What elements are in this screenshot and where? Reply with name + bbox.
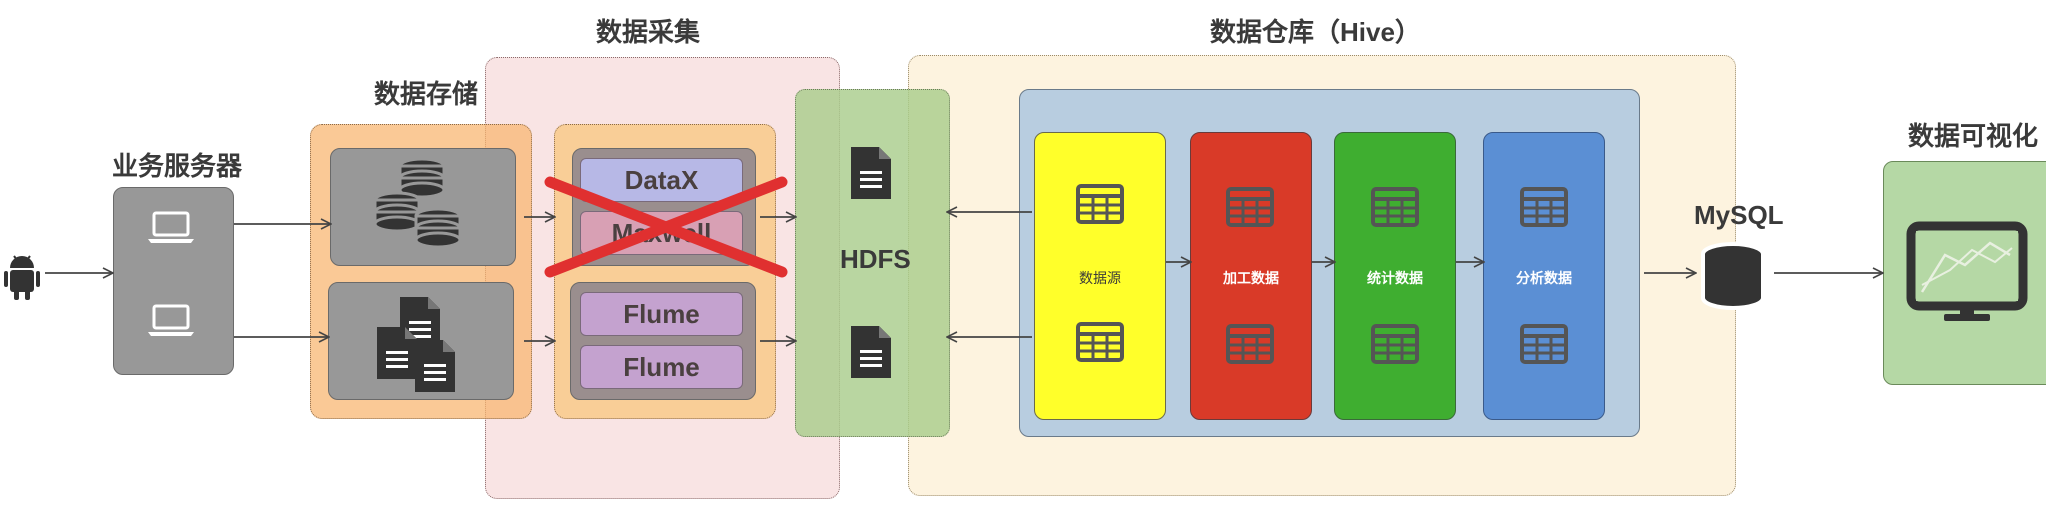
warehouse-column-processed[interactable]: 加工数据 xyxy=(1190,132,1312,420)
flume-tool-1[interactable]: Flume xyxy=(580,292,743,336)
title-data-collection: 数据采集 xyxy=(596,17,701,47)
android-icon xyxy=(4,255,40,300)
table-icon xyxy=(1226,324,1274,364)
files-icon xyxy=(377,297,455,392)
warehouse-column-statistics[interactable]: 统计数据 xyxy=(1334,132,1456,420)
table-icon xyxy=(1076,184,1124,224)
mysql-label: MySQL xyxy=(1694,200,1784,230)
column-label: 统计数据 xyxy=(1367,270,1423,286)
laptop-icon xyxy=(146,211,196,245)
title-data-warehouse: 数据仓库（Hive） xyxy=(1210,17,1421,47)
flow-arrows xyxy=(45,212,1882,341)
warehouse-column-source[interactable]: 数据源 xyxy=(1034,132,1166,420)
database-icon xyxy=(373,157,462,249)
hdfs-file-icon xyxy=(851,326,891,378)
column-label: 加工数据 xyxy=(1223,270,1279,286)
table-icon xyxy=(1520,187,1568,227)
table-icon xyxy=(1076,322,1124,362)
title-data-storage: 数据存储 xyxy=(374,79,479,109)
table-icon xyxy=(1226,187,1274,227)
warehouse-column-analysis[interactable]: 分析数据 xyxy=(1483,132,1605,420)
monitor-chart-icon xyxy=(1906,221,2028,321)
table-icon xyxy=(1371,187,1419,227)
datax-tool[interactable]: DataX xyxy=(580,158,743,202)
title-data-visualization: 数据可视化 xyxy=(1908,121,2039,151)
table-icon xyxy=(1371,324,1419,364)
laptop-icon xyxy=(146,304,196,338)
column-label: 数据源 xyxy=(1079,270,1121,286)
flume-tool-2[interactable]: Flume xyxy=(580,345,743,389)
column-label: 分析数据 xyxy=(1516,270,1572,286)
cross-mark-icon xyxy=(544,176,788,278)
title-business-servers: 业务服务器 xyxy=(112,151,243,181)
business-server-box[interactable] xyxy=(113,187,234,375)
hdfs-label: HDFS xyxy=(840,244,911,274)
table-icon xyxy=(1520,324,1568,364)
hdfs-file-icon xyxy=(851,147,891,199)
mysql-icon xyxy=(1701,242,1765,310)
